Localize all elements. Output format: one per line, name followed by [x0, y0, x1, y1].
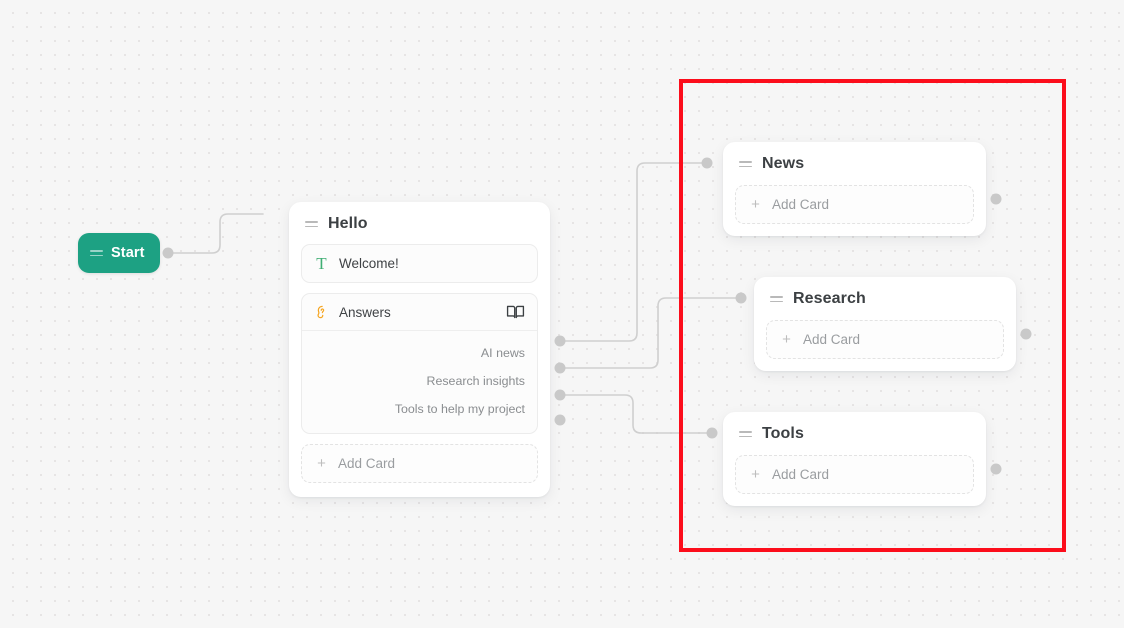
start-node[interactable]: Start [78, 233, 160, 273]
drag-handle-icon[interactable] [305, 220, 318, 228]
news-add-card-button[interactable]: + Add Card [735, 185, 974, 224]
research-card-header: Research [766, 290, 1004, 308]
research-add-card-label: Add Card [803, 332, 861, 347]
ear-listen-icon [314, 304, 329, 320]
welcome-block-row[interactable]: T Welcome! [302, 245, 537, 282]
news-card[interactable]: News + Add Card [723, 142, 986, 236]
news-input-port[interactable] [701, 157, 713, 169]
hello-card[interactable]: Hello T Welcome! Answers [289, 202, 550, 497]
research-card[interactable]: Research + Add Card [754, 277, 1016, 371]
welcome-block[interactable]: T Welcome! [301, 244, 538, 283]
plus-icon: + [751, 196, 760, 213]
tools-output-port[interactable] [990, 463, 1002, 475]
hello-card-header: Hello [301, 215, 538, 233]
news-add-card-label: Add Card [772, 197, 830, 212]
list-item[interactable]: Research insights [426, 374, 525, 388]
edge-hello-to-research [559, 297, 742, 369]
edge-hello-to-tools [559, 394, 713, 434]
hello-card-title: Hello [328, 215, 368, 232]
tools-add-card-label: Add Card [772, 467, 830, 482]
tools-card[interactable]: Tools + Add Card [723, 412, 986, 506]
hello-output-port-2[interactable] [554, 362, 566, 374]
answers-block-header[interactable]: Answers [302, 294, 537, 331]
tools-input-port[interactable] [706, 427, 718, 439]
edge-start-to-hello [167, 213, 264, 254]
answers-block-label: Answers [339, 304, 391, 320]
plus-icon: + [782, 331, 791, 348]
drag-handle-icon[interactable] [739, 160, 752, 168]
research-input-port[interactable] [735, 292, 747, 304]
hello-add-card-label: Add Card [338, 456, 396, 471]
list-item[interactable]: AI news [480, 346, 525, 360]
hello-output-port-3[interactable] [554, 389, 566, 401]
answers-block[interactable]: Answers AI news Research insights Tools … [301, 293, 538, 434]
hello-add-card-button[interactable]: + Add Card [301, 444, 538, 483]
research-add-card-button[interactable]: + Add Card [766, 320, 1004, 359]
drag-handle-icon[interactable] [739, 430, 752, 438]
edge-hello-to-news [559, 162, 708, 342]
tools-card-title: Tools [762, 425, 804, 442]
text-format-icon: T [316, 254, 327, 273]
news-card-title: News [762, 155, 805, 172]
news-output-port[interactable] [990, 193, 1002, 205]
drag-handle-icon[interactable] [90, 249, 103, 257]
answers-list: AI news Research insights Tools to help … [302, 331, 537, 433]
tools-add-card-button[interactable]: + Add Card [735, 455, 974, 494]
tools-card-header: Tools [735, 425, 974, 443]
research-output-port[interactable] [1020, 328, 1032, 340]
hello-output-port-1[interactable] [554, 335, 566, 347]
news-card-header: News [735, 155, 974, 173]
welcome-block-label: Welcome! [339, 256, 399, 271]
start-node-output-port[interactable] [162, 247, 174, 259]
drag-handle-icon[interactable] [770, 295, 783, 303]
list-item[interactable]: Tools to help my project [394, 402, 525, 416]
start-node-label: Start [111, 245, 145, 261]
hello-output-port-4[interactable] [554, 414, 566, 426]
research-card-title: Research [793, 290, 866, 307]
plus-icon: + [751, 466, 760, 483]
open-book-icon[interactable] [506, 304, 525, 320]
plus-icon: + [317, 455, 326, 472]
